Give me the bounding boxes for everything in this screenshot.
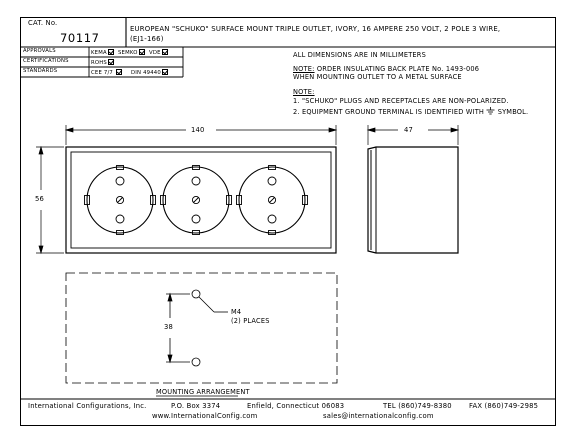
side-view [366,125,460,254]
socket-3 [236,165,308,235]
semko-checkbox-icon [138,49,145,55]
footer-company: International Configurations, Inc. [28,402,147,410]
description-line1: EUROPEAN "SCHUKO" SURFACE MOUNT TRIPLE O… [130,25,501,33]
width-dimension-label: 140 [191,126,205,134]
certification-rohs: ROHS [91,59,114,66]
note-1-line2: WHEN MOUNTING OUTLET TO A METAL SURFACE [293,73,462,81]
ground-symbol-icon [486,107,495,115]
approval-semko-label: SEMKO [118,50,138,56]
drawing-sheet [20,17,556,426]
footer-tel: TEL (860)749-8380 [383,402,452,410]
height-dimension [36,145,64,255]
certifications-label: CERTIFICATIONS [23,58,69,64]
screw-label: M4 [231,308,242,316]
certification-rohs-label: ROHS [91,60,107,66]
places-label: (2) PLACES [231,317,270,325]
approval-vde-label: VDE [149,50,161,56]
width-dimension [64,125,338,145]
vde-checkbox-icon [161,49,168,55]
cat-number: 70117 [60,31,100,45]
rohs-checkbox-icon [108,59,114,65]
footer-po-box: P.O. Box 3374 [171,402,221,410]
approval-kema-label: KEMA [91,50,107,56]
dimensions-note: ALL DIMENSIONS ARE IN MILLIMETERS [293,51,426,59]
footer-city: Enfield, Connecticut 06083 [247,402,345,410]
mounting-arrangement [65,272,338,397]
approvals-label: APPROVALS [23,48,56,54]
socket-1 [84,165,156,235]
approval-vde: VDE [149,49,168,56]
cat-label: CAT. No. [28,19,58,27]
standard-din-label: DIN 49440 [131,70,161,76]
socket-2 [160,165,232,235]
depth-dimension-label: 47 [404,126,414,134]
note-list-1: 1. "SCHUKO" PLUGS AND RECEPTACLES ARE NO… [293,97,509,105]
standards-label: STANDARDS [23,68,58,74]
note-1-heading: NOTE: [293,65,315,73]
note-list-2-text: 2. EQUIPMENT GROUND TERMINAL IS IDENTIFI… [293,108,485,116]
description-line2: (EJ1-166) [130,35,164,43]
approval-kema: KEMA [91,49,114,56]
cee-checkbox-icon [116,69,123,75]
height-dimension-label: 56 [35,195,45,203]
note-1-text: ORDER INSULATING BACK PLATE No. 1493-006 [314,65,480,73]
standard-cee-label: CEE 7/7 [91,70,114,76]
standard-din: DIN 49440 [131,69,168,76]
notes-heading: NOTE: [293,88,315,96]
footer-fax: FAX (860)749-2985 [469,402,539,410]
mount-spacing-label: 38 [164,323,174,331]
footer-email[interactable]: sales@internationalconfig.com [323,412,434,420]
note-list-2: 2. EQUIPMENT GROUND TERMINAL IS IDENTIFI… [293,107,528,116]
front-view [65,146,337,254]
kema-checkbox-icon [107,49,114,55]
din-checkbox-icon [161,69,168,75]
footer-website[interactable]: www.InternationalConfig.com [152,412,258,420]
note-list-2-end: SYMBOL. [497,108,529,116]
note-1: NOTE: ORDER INSULATING BACK PLATE No. 14… [293,66,479,73]
standard-cee: CEE 7/7 [91,69,123,76]
mounting-caption: MOUNTING ARRANGEMENT [156,388,250,396]
approval-semko: SEMKO [118,49,145,56]
